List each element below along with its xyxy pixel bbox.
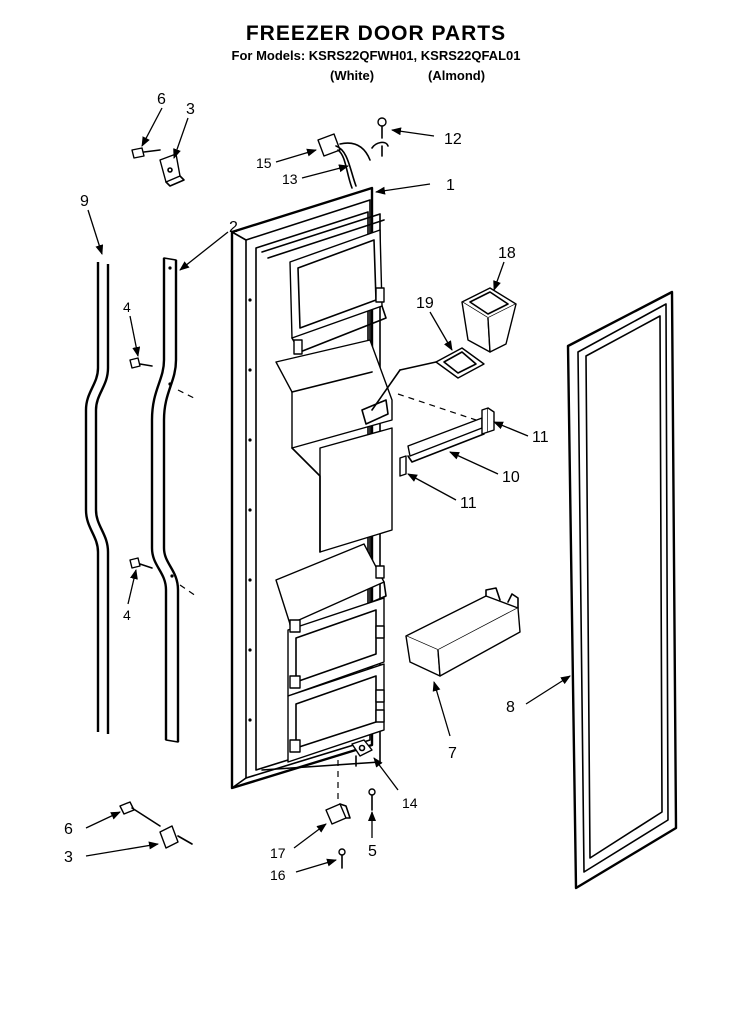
wire-harness-part: [317, 133, 371, 189]
variant-almond-label: (Almond): [428, 68, 486, 83]
leader-lines: [85, 107, 571, 873]
callout-17: 17: [270, 845, 286, 861]
lower-hinge-screw-part: [368, 788, 376, 811]
callout-13: 13: [282, 171, 298, 187]
top-hinge-screw-part: [131, 147, 161, 159]
callout-2: 2: [229, 219, 238, 236]
callout-6-top: 6: [157, 91, 166, 108]
callout-9: 9: [80, 193, 89, 210]
door-edge-fasteners: [248, 298, 252, 722]
callout-6-bottom: 6: [64, 821, 73, 838]
callout-15: 15: [256, 155, 272, 171]
callout-10: 10: [502, 469, 520, 486]
callout-11-left: 11: [460, 495, 477, 512]
chute-door-part: [397, 393, 485, 463]
callout-numbers: 6 3 9 2 4 4 6 3 1 12 15 13 18 19 11 10 1…: [64, 91, 549, 883]
callout-1: 1: [446, 177, 455, 194]
lower-hinge-block-part: [325, 760, 351, 825]
top-hinge-bracket-part: [159, 153, 185, 187]
handle-trim-part: [150, 257, 197, 743]
callout-16: 16: [270, 867, 286, 883]
callout-3-bottom: 3: [64, 849, 73, 866]
callout-12: 12: [444, 131, 462, 148]
bottom-hinge-screw-part: [119, 801, 161, 827]
gasket-strip-part: [84, 262, 110, 734]
dispenser-chute-part: [461, 287, 517, 353]
page-title: FREEZER DOOR PARTS: [245, 22, 507, 45]
callout-19: 19: [416, 295, 434, 312]
callout-11-right: 11: [532, 429, 549, 446]
callout-7: 7: [448, 745, 457, 762]
callout-5: 5: [368, 843, 377, 860]
callout-14: 14: [402, 795, 418, 811]
door-gasket-part: [566, 290, 678, 890]
bottom-hinge-bracket-part: [159, 825, 193, 849]
model-numbers: For Models: KSRS22QFWH01, KSRS22QFAL01: [231, 48, 521, 63]
lower-block-screw-part: [338, 848, 346, 869]
freezer-door-part: [230, 186, 393, 790]
chute-bracket-part: [399, 407, 495, 477]
variant-white-label: (White): [330, 68, 375, 83]
chute-seal-part: [371, 347, 485, 411]
callout-8: 8: [506, 699, 515, 716]
callout-4-lower: 4: [123, 607, 131, 623]
callout-18: 18: [498, 245, 516, 262]
trim-screw-upper-part: [129, 357, 153, 369]
trim-screw-lower-part: [129, 557, 153, 569]
door-bin-part: [405, 587, 521, 677]
callout-4-upper: 4: [123, 299, 131, 315]
lower-hinge-bushing-part: [351, 739, 373, 767]
wire-clip-screw-part: [371, 117, 389, 157]
callout-3-top: 3: [186, 101, 195, 118]
